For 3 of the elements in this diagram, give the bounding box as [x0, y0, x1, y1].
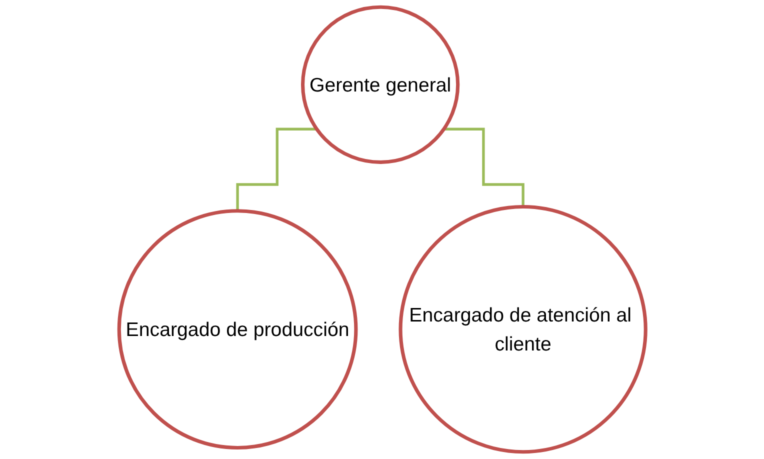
- node-circle: Encargado de atención al cliente: [398, 205, 648, 454]
- node-circle: Encargado de producción: [116, 209, 358, 450]
- node-circle: Gerente general: [300, 5, 460, 164]
